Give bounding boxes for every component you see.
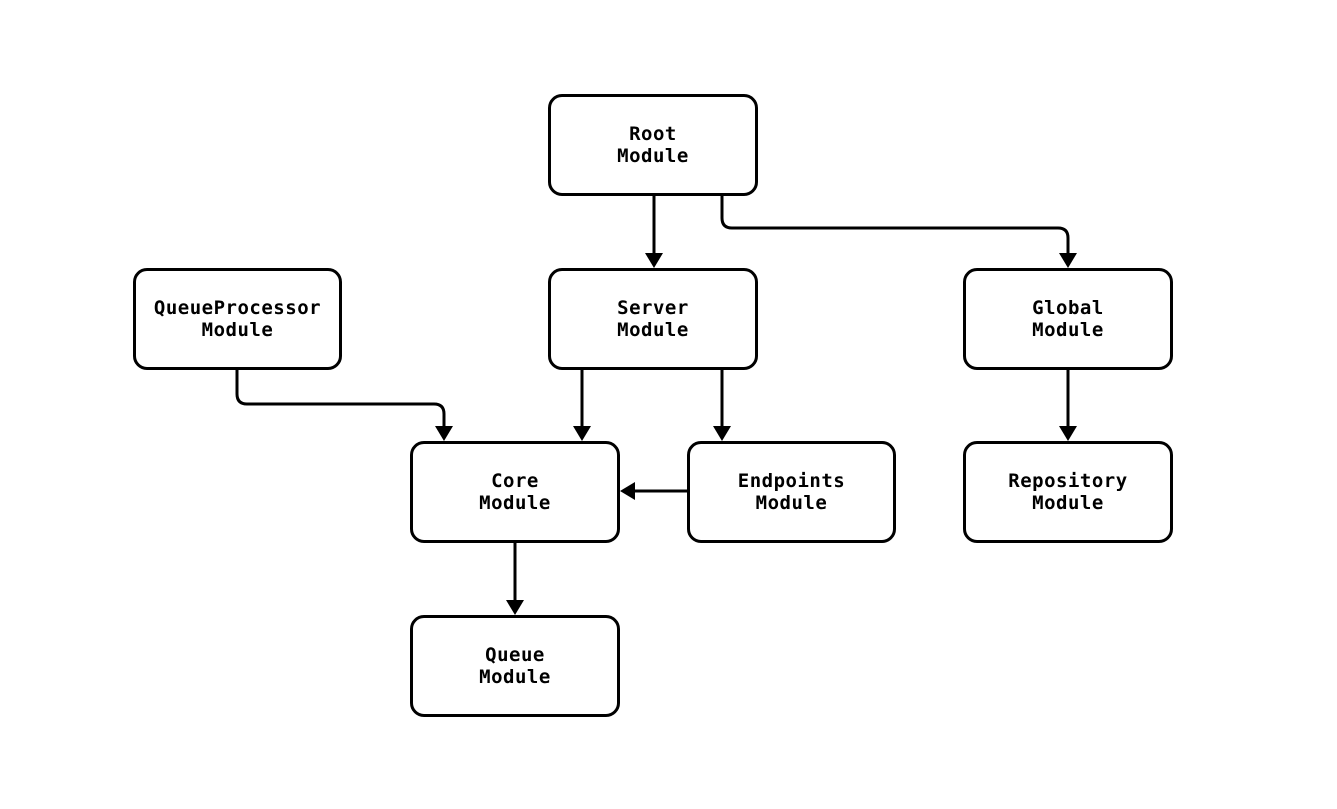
arrowhead-core-queue xyxy=(506,600,524,615)
node-repository[interactable]: Repository Module xyxy=(963,441,1173,543)
arrowhead-endpoints-core xyxy=(620,482,635,500)
arrowhead-root-global xyxy=(1059,253,1077,268)
edge-root-global xyxy=(720,196,1070,256)
node-root-line1: Root xyxy=(629,123,677,145)
node-server-line1: Server xyxy=(617,297,689,319)
node-core[interactable]: Core Module xyxy=(410,441,620,543)
arrowhead-global-repository xyxy=(1059,426,1077,441)
node-global-line1: Global xyxy=(1032,297,1104,319)
arrowhead-root-server xyxy=(645,253,663,268)
node-repository-line1: Repository xyxy=(1008,470,1128,492)
node-queueprocessor[interactable]: QueueProcessor Module xyxy=(133,268,342,370)
arrowhead-server-endpoints xyxy=(713,426,731,441)
node-root[interactable]: Root Module xyxy=(548,94,758,196)
node-queue[interactable]: Queue Module xyxy=(410,615,620,717)
node-endpoints-line2: Module xyxy=(755,492,828,514)
node-global-line2: Module xyxy=(1032,319,1104,341)
node-queue-line2: Module xyxy=(479,666,551,688)
node-queueprocessor-line1: QueueProcessor xyxy=(153,297,322,319)
arrowhead-queueprocessor-core xyxy=(435,426,453,441)
node-queueprocessor-line2: Module xyxy=(201,319,274,341)
node-endpoints-line1: Endpoints xyxy=(737,470,846,492)
node-repository-line2: Module xyxy=(1032,492,1104,514)
arrowhead-server-core xyxy=(573,426,591,441)
node-core-line2: Module xyxy=(479,492,551,514)
node-core-line1: Core xyxy=(491,470,539,492)
node-server[interactable]: Server Module xyxy=(548,268,758,370)
node-queue-line1: Queue xyxy=(485,644,545,666)
node-global[interactable]: Global Module xyxy=(963,268,1173,370)
node-endpoints[interactable]: Endpoints Module xyxy=(687,441,896,543)
node-server-line2: Module xyxy=(617,319,689,341)
node-root-line2: Module xyxy=(617,145,689,167)
edge-queueprocessor-core xyxy=(235,370,446,429)
